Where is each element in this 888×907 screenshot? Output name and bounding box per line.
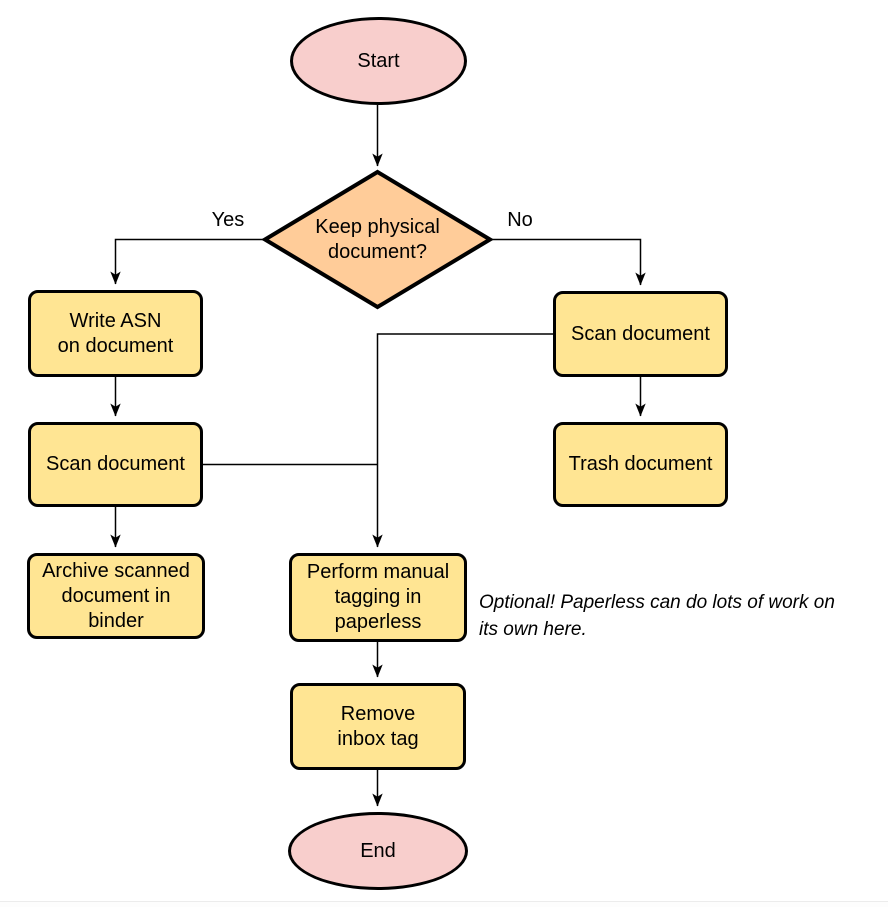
node-end: End — [288, 812, 468, 890]
node-start: Start — [290, 17, 467, 105]
node-archive-scanned-document: Archive scanned document in binder — [27, 553, 205, 639]
node-write-asn-on-document: Write ASN on document — [28, 290, 203, 377]
node-scan-document-right: Scan document — [553, 291, 728, 377]
edge-label-yes: Yes — [211, 209, 245, 231]
node-perform-manual-tagging: Perform manual tagging in paperless — [289, 553, 467, 642]
decision-diamond-shape — [261, 169, 494, 310]
node-scan-document-left: Scan document — [28, 422, 203, 507]
edge-scan-right-to-tagging — [372, 333, 553, 548]
node-trash-document: Trash document — [553, 422, 728, 507]
edge-decision-yes-to-write-asn — [110, 238, 265, 285]
edge-label-no: No — [507, 209, 533, 231]
edge-decision-no-to-scan-right — [490, 238, 646, 286]
node-decision: Keep physical document? — [315, 215, 440, 263]
page-bottom-edge-line — [0, 901, 888, 907]
optional-note: Optional! Paperless can do lots of work … — [479, 592, 835, 640]
node-remove-inbox-tag: Remove inbox tag — [290, 683, 466, 770]
